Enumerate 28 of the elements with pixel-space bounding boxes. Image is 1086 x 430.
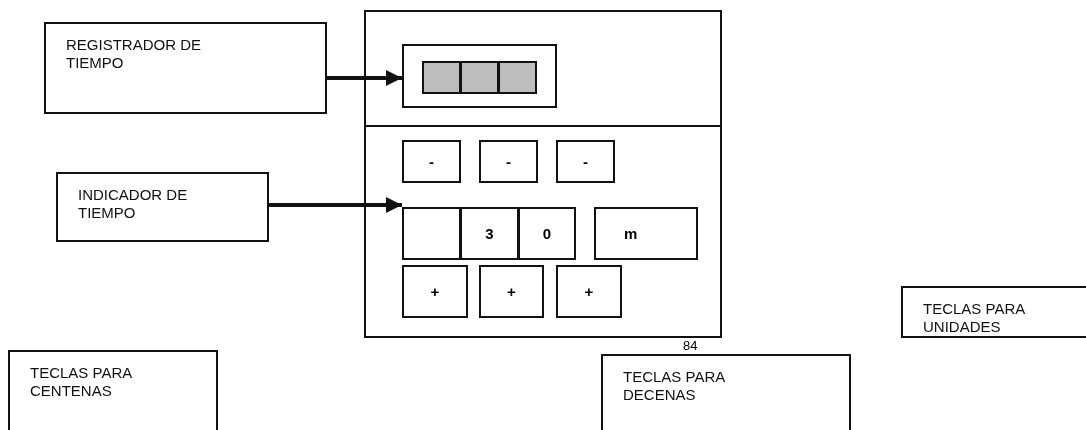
page-number: 84	[683, 339, 698, 353]
display-frame	[402, 44, 557, 108]
minus-key: -	[479, 140, 538, 183]
callout-box	[901, 286, 1086, 338]
minus-key: -	[402, 140, 461, 183]
callout-box	[56, 172, 269, 242]
device-outline	[364, 10, 722, 338]
display-segment	[460, 61, 499, 94]
callout-box	[44, 22, 327, 114]
callout-text: REGISTRADOR DE TIEMPO	[66, 36, 202, 72]
arrow	[269, 197, 402, 213]
callout-text: TECLAS PARA UNIDADES	[923, 300, 1026, 336]
digit-cell: 3	[460, 207, 519, 260]
plus-key: +	[402, 265, 468, 318]
display-segment	[498, 61, 537, 94]
plus-key: +	[479, 265, 544, 318]
unit-cell: m	[594, 207, 698, 260]
arrow	[327, 70, 402, 86]
digit-cell	[402, 207, 461, 260]
plus-key: +	[556, 265, 622, 318]
callout-box	[601, 354, 851, 430]
display-segment	[422, 61, 461, 94]
callout-text: TECLAS PARA CENTENAS	[30, 364, 133, 400]
callout-box	[8, 350, 218, 430]
digit-cell: 0	[518, 207, 576, 260]
minus-key: -	[556, 140, 615, 183]
callout-text: INDICADOR DE TIEMPO	[78, 186, 189, 222]
callout-text: TECLAS PARA DECENAS	[623, 368, 726, 404]
